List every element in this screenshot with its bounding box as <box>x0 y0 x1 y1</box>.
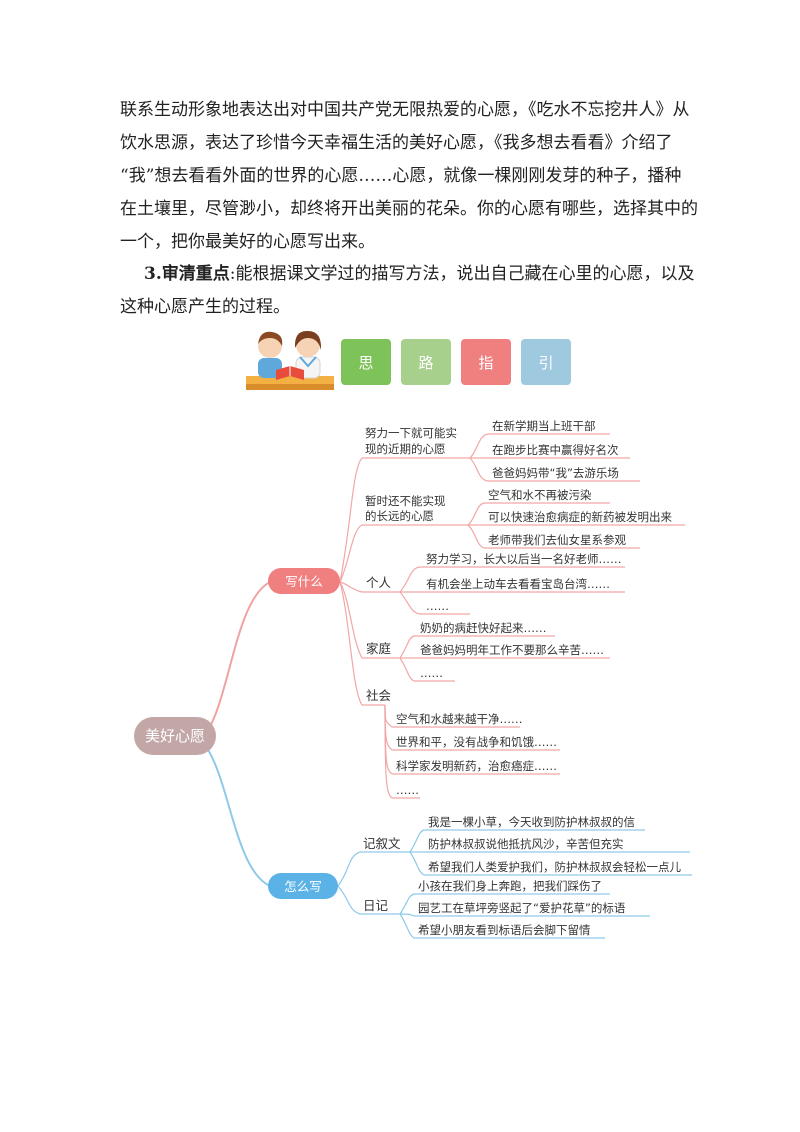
mindmap-leaf: …… <box>426 599 449 613</box>
mindmap-leaf: …… <box>396 783 419 797</box>
mindmap-leaf: 可以快速治愈病症的新药被发明出来 <box>488 510 672 524</box>
tile-lu: 路 <box>401 339 451 385</box>
group-near-label-1: 努力一下就可能实 <box>365 426 457 440</box>
mindmap-leaf: 奶奶的病赶快好起来…… <box>420 621 547 635</box>
intro-line: 在土壤里，尽管渺小，却终将开出美丽的花朵。你的心愿有哪些，选择其中的 <box>120 199 698 219</box>
focus-text-2: 这种心愿产生的过程。 <box>120 297 290 317</box>
branch-how-label: 怎么写 <box>284 879 322 894</box>
mindmap-leaf: 小孩在我们身上奔跑，把我们踩伤了 <box>418 879 602 893</box>
group-narrative-label: 记叙文 <box>363 836 401 851</box>
mindmap-leaf: 希望我们人类爱护我们，防护林叔叔会轻松一点儿 <box>428 860 681 874</box>
mindmap-leaf: 空气和水不再被污染 <box>488 488 592 502</box>
focus-text: :能根据课文学过的描写方法，说出自己藏在心里的心愿，以及 <box>229 264 695 284</box>
mindmap-leaf: 世界和平，没有战争和饥饿…… <box>396 735 557 749</box>
mind-map: 美好心愿 写什么 怎么写 努力一下就可能实 现的近期的心愿 暂时还不能实现 的长… <box>134 419 692 939</box>
group-personal-label: 个人 <box>366 575 392 590</box>
mindmap-leaf: 园艺工在草坪旁竖起了“爱护花草”的标语 <box>418 901 626 915</box>
intro-line: 联系生动形象地表达出对中国共产党无限热爱的心愿，《吃水不忘挖井人》从 <box>120 100 690 120</box>
group-family-label: 家庭 <box>366 641 392 656</box>
mindmap-leaf: 空气和水越来越干净…… <box>396 712 523 726</box>
mindmap-leaf: 努力学习，长大以后当一名好老师…… <box>426 552 622 566</box>
tile-zhi: 指 <box>461 339 511 385</box>
intro-line: “我”想去看看外面的世界的心愿……心愿，就像一棵刚刚发芽的种子，播种 <box>120 166 682 186</box>
group-diary-label: 日记 <box>363 898 389 913</box>
branch-how-node <box>268 873 338 899</box>
tile-yin: 引 <box>521 339 571 385</box>
mindmap-leaf: …… <box>420 666 443 680</box>
intro-line: 饮水思源，表达了珍惜今天幸福生活的美好心愿，《我多想去看看》介绍了 <box>120 133 673 153</box>
intro-line: 一个，把你最美好的心愿写出来。 <box>120 232 375 252</box>
focus-label: 3.审清重点 <box>144 264 230 284</box>
group-near-label-2: 现的近期的心愿 <box>365 442 446 456</box>
mindmap-leaf: 有机会坐上动车去看看宝岛台湾…… <box>426 577 610 591</box>
mindmap-leaf: 老师带我们去仙女星系参观 <box>488 533 626 547</box>
tile-si: 思 <box>341 339 391 385</box>
focus-paragraph: 3.审清重点:能根据课文学过的描写方法，说出自己藏在心里的心愿，以及 <box>144 258 704 291</box>
focus-paragraph-cont: 这种心愿产生的过程。 <box>120 291 690 324</box>
mindmap-leaf: 在新学期当上班干部 <box>492 419 596 433</box>
mindmap-leaf: 爸爸妈妈带“我”去游乐场 <box>492 466 619 480</box>
group-far-label-2: 的长远的心愿 <box>365 509 434 523</box>
root-node <box>134 717 216 755</box>
mindmap-leaf: 我是一棵小草，今天收到防护林叔叔的信 <box>428 815 635 829</box>
branch-what-label: 写什么 <box>285 574 323 589</box>
mindmap-leaf: 科学家发明新药，治愈癌症…… <box>396 759 557 773</box>
mindmap-leaf: 在跑步比赛中赢得好名次 <box>492 443 619 457</box>
branch-what-node <box>268 568 340 594</box>
intro-paragraph: 联系生动形象地表达出对中国共产党无限热爱的心愿，《吃水不忘挖井人》从 饮水思源，… <box>120 94 698 259</box>
group-far-label-1: 暂时还不能实现 <box>365 494 446 508</box>
mindmap-leaf: 爸爸妈妈明年工作不要那么辛苦…… <box>420 643 604 657</box>
group-society-label: 社会 <box>366 688 392 703</box>
mindmap-leaf: 希望小朋友看到标语后会脚下留情 <box>418 923 591 937</box>
mindmap-leaf: 防护林叔叔说他抵抗风沙，辛苦但充实 <box>428 837 624 851</box>
root-label: 美好心愿 <box>145 727 205 745</box>
children-reading-illustration <box>246 330 334 390</box>
